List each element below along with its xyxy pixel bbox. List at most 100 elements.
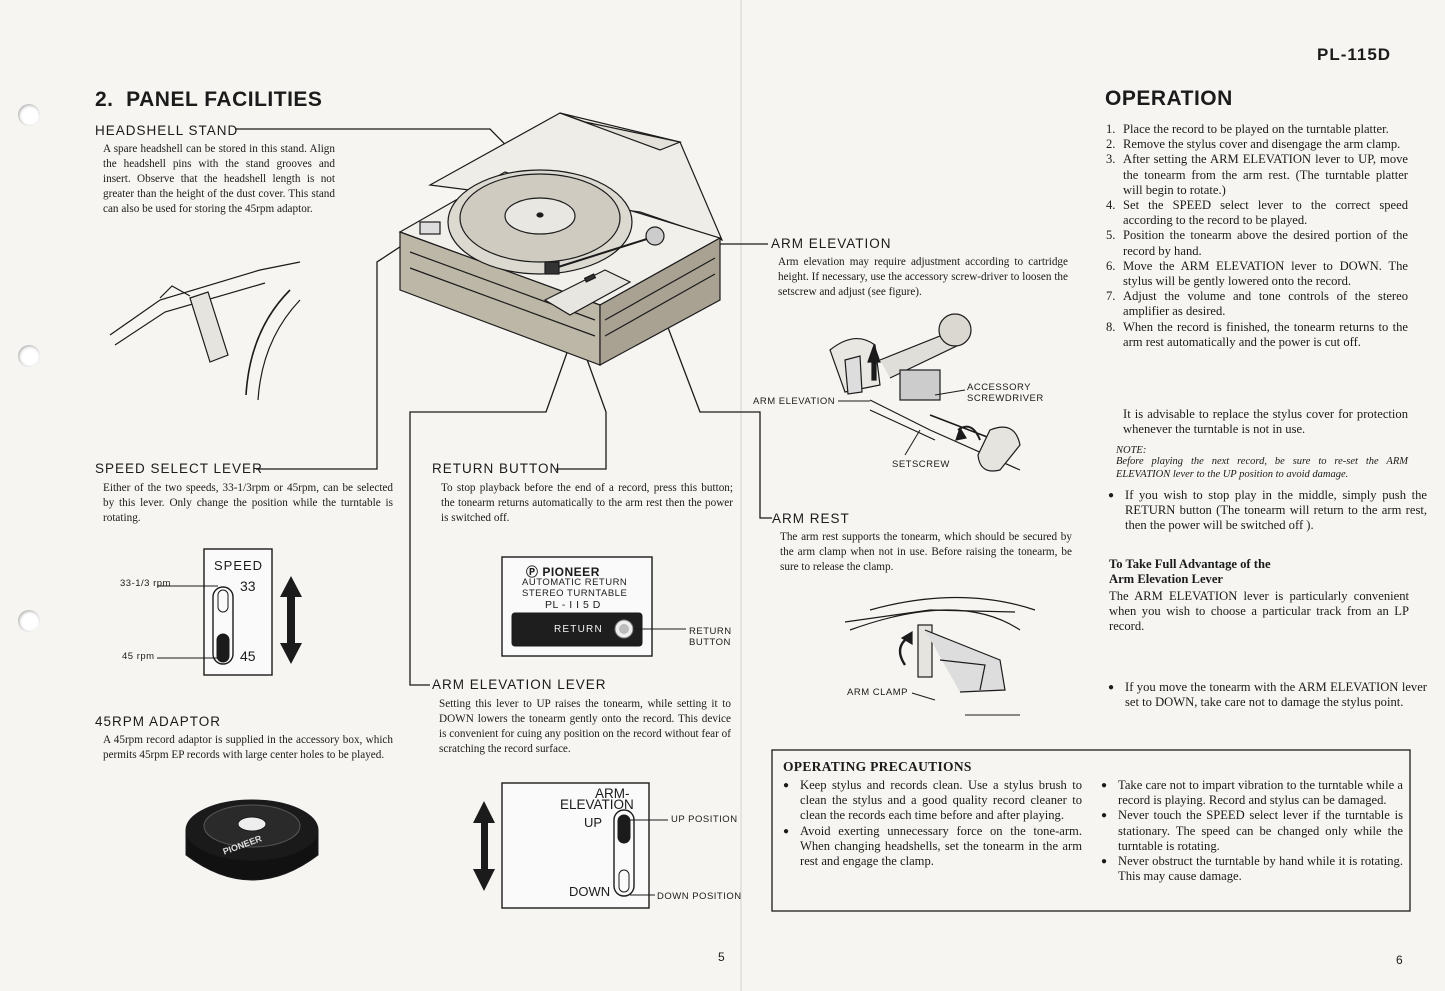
fig-accessory-2: SCREWDRIVER: [967, 393, 1044, 404]
advantage-title-2: Arm Elevation Lever: [1109, 572, 1224, 586]
step-text: Place the record to be played on the tur…: [1123, 122, 1389, 136]
binding-hole-middle: [18, 345, 40, 367]
step-number: 3.: [1106, 152, 1116, 167]
adaptor-text: A 45rpm record adaptor is supplied in th…: [103, 734, 393, 761]
step-number: 4.: [1106, 198, 1116, 213]
fig-arm-elevation: ARM ELEVATION: [753, 396, 836, 407]
pioneer-brand: PIONEER: [542, 565, 600, 579]
bullet-stop-play: If you wish to stop play in the middle, …: [1108, 488, 1427, 534]
precaution-item: Keep stylus and records clean. Use a sty…: [783, 778, 1082, 824]
step-text: When the record is finished, the tonearm…: [1123, 319, 1408, 349]
panel-facilities-title: 2. PANEL FACILITIES: [95, 88, 323, 111]
arm-rest-label: ARM REST: [772, 511, 850, 526]
speed-panel: [157, 548, 273, 676]
arm-elevation-label: ARM ELEVATION: [771, 236, 892, 251]
elevation-arrow: [473, 801, 495, 891]
turntable-illustration: [398, 112, 724, 367]
headshell-stand-text: A spare headshell can be stored in this …: [103, 143, 335, 215]
advantage-title-1: To Take Full Advantage of the: [1109, 557, 1271, 571]
speed-45-value: 45: [240, 648, 256, 664]
step-text: Move the ARM ELEVATION lever to DOWN. Th…: [1123, 258, 1408, 289]
arm-elevation-lever-label: ARM ELEVATION LEVER: [432, 677, 607, 692]
elev-down-label: DOWN: [569, 884, 611, 899]
arm-elevation-text: Arm elevation may require adjustment acc…: [778, 256, 1068, 298]
step-text: Adjust the volume and tone controls of t…: [1123, 289, 1408, 319]
callout-down-position: DOWN POSITION: [657, 891, 742, 902]
return-button-label: RETURN BUTTON: [432, 461, 561, 476]
precautions-frame: [771, 749, 1411, 912]
step-text: Remove the stylus cover and disengage th…: [1123, 137, 1401, 152]
step-8-extra: It is advisable to replace the stylus co…: [1123, 407, 1408, 437]
step-number: 7.: [1106, 289, 1116, 304]
operation-step: 4. Set the SPEED select lever to the corr…: [1106, 198, 1408, 228]
arm-elevation-lever-text: Setting this lever to UP raises the tone…: [439, 698, 731, 755]
return-panel: [501, 556, 686, 657]
speed-arrow: [280, 576, 302, 664]
precaution-item: Avoid exerting unnecessary force on the …: [783, 824, 1082, 870]
binding-hole-bottom: [18, 610, 40, 632]
brand-line-1: AUTOMATIC RETURN: [522, 577, 628, 588]
leader-return: [556, 339, 607, 470]
step-number: 5.: [1106, 228, 1116, 243]
step-number: 8.: [1106, 319, 1116, 334]
speed-select-label: SPEED SELECT LEVER: [95, 461, 263, 476]
adaptor-label: 45RPM ADAPTOR: [95, 714, 222, 729]
binding-hole-top: [18, 104, 40, 126]
operation-step: 7. Adjust the volume and tone controls of…: [1106, 289, 1408, 319]
advantage-text: The ARM ELEVATION lever is particularly …: [1109, 589, 1409, 634]
page-fold: [740, 0, 742, 991]
arm-elevation-lever-panel: [501, 782, 668, 909]
headshell-stand-label: HEADSHELL STAND: [95, 123, 239, 138]
brand-line-2: STEREO TURNTABLE: [522, 588, 628, 599]
speed-panel-title: SPEED: [214, 558, 264, 573]
return-callout-1: RETURN: [689, 626, 732, 637]
step-text: Set the SPEED select lever to the correc…: [1123, 198, 1408, 228]
pioneer-logo: Ⓟ PIONEER: [526, 563, 600, 580]
operation-step: 8. When the record is finished, the tonea…: [1106, 320, 1408, 350]
pioneer-logo-icon: Ⓟ: [526, 565, 543, 579]
arm-elevation-figure: [829, 313, 1021, 472]
page-number-right: 6: [1396, 953, 1403, 967]
operation-step: 5. Position the tonearm above the desired…: [1106, 228, 1408, 258]
note-label: NOTE:: [1116, 445, 1147, 456]
return-button[interactable]: RETURN: [554, 624, 603, 635]
operation-step: 3. After setting the ARM ELEVATION lever …: [1106, 152, 1408, 198]
precautions-title: OPERATING PRECAUTIONS: [783, 759, 972, 774]
page-number-left: 5: [718, 950, 725, 964]
step-number: 2.: [1106, 137, 1116, 152]
precaution-item: Never obstruct the turntable by hand whi…: [1101, 854, 1403, 884]
adaptor-illustration: [185, 799, 319, 881]
model-header: PL-115D: [1317, 45, 1392, 64]
return-callout-2: BUTTON: [689, 637, 731, 648]
precautions-column-1: Keep stylus and records clean. Use a sty…: [783, 778, 1082, 869]
operation-step: 2. Remove the stylus cover and disengage …: [1106, 137, 1408, 152]
elev-up-label: UP: [584, 815, 603, 830]
precaution-item: Never touch the SPEED select lever if th…: [1101, 808, 1403, 854]
advantage-bullet: If you move the tonearm with the ARM ELE…: [1108, 680, 1427, 710]
step-number: 1.: [1106, 122, 1116, 136]
operation-title: OPERATION: [1105, 87, 1233, 110]
callout-45-rpm: 45 rpm: [122, 651, 155, 662]
return-button-text: To stop playback before the end of a rec…: [441, 482, 733, 524]
callout-33-rpm: 33-1/3 rpm: [120, 578, 171, 589]
leader-arm-elev-lever: [409, 329, 576, 686]
elev-panel-line-2: ELEVATION: [560, 797, 634, 812]
precaution-item: Take care not to impart vibration to the…: [1101, 778, 1403, 808]
fig-arm-clamp: ARM CLAMP: [847, 687, 908, 698]
leader-arm-rest: [649, 279, 772, 519]
step-text: Position the tonearm above the desired p…: [1123, 228, 1408, 258]
step-number: 6.: [1106, 258, 1116, 273]
note-text: Before playing the next record, be sure …: [1116, 456, 1408, 480]
fig-setscrew: SETSCREW: [892, 459, 950, 470]
speed-33-value: 33: [240, 578, 256, 594]
headshell-stand-illustration: [109, 261, 301, 401]
leader-speed: [256, 234, 419, 470]
arm-rest-text: The arm rest supports the tonearm, which…: [780, 531, 1072, 573]
brand-model: PL - I I 5 D: [545, 599, 601, 611]
operation-steps: 1. Place the record to be played on the t…: [1106, 122, 1408, 350]
speed-select-text: Either of the two speeds, 33-1/3rpm or 4…: [103, 482, 393, 524]
elev-panel-line-1: ARM-: [595, 786, 630, 801]
precautions-column-2: Take care not to impart vibration to the…: [1101, 778, 1403, 884]
step-text: After setting the ARM ELEVATION lever to…: [1123, 152, 1408, 197]
